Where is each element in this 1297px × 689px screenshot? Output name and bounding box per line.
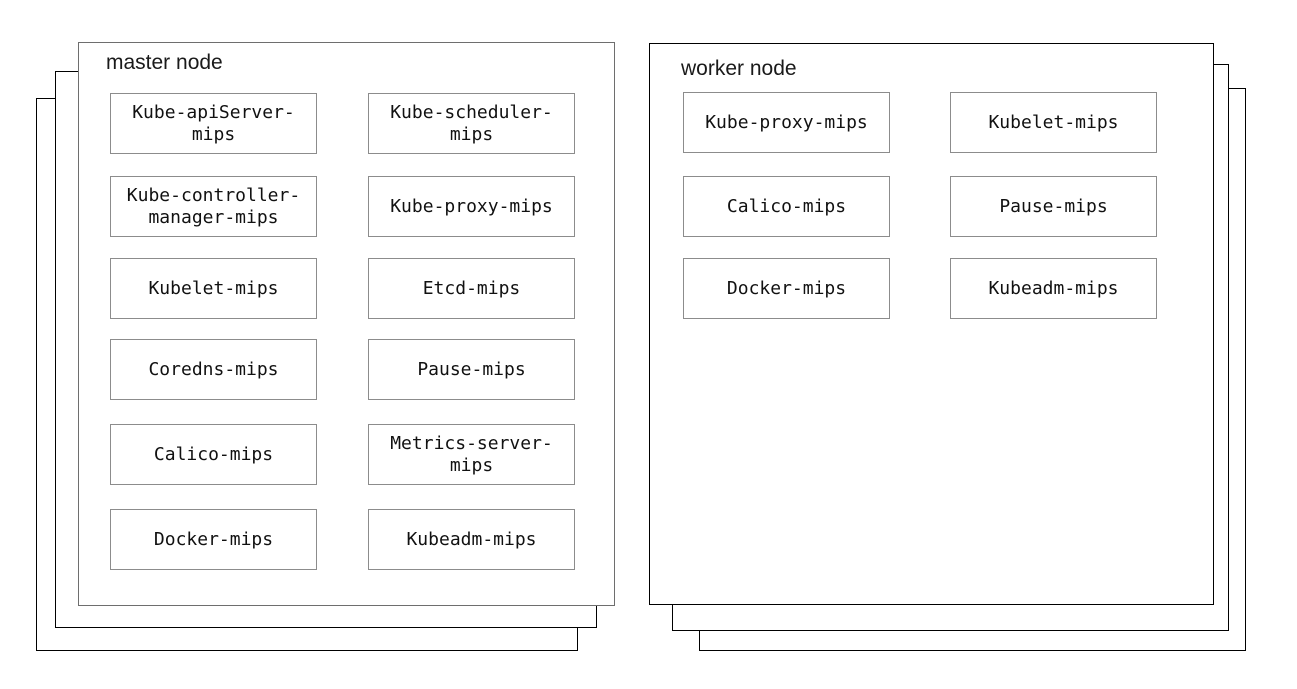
- worker-node-panel: worker node Kube-proxy-mips Kubelet-mips…: [649, 43, 1214, 605]
- worker-node-title: worker node: [681, 57, 797, 80]
- box-kubeadm-mips: Kubeadm-mips: [950, 258, 1157, 319]
- box-kubelet-mips: Kubelet-mips: [950, 92, 1157, 153]
- box-kube-apiserver-mips: Kube-apiServer- mips: [110, 93, 317, 154]
- box-kube-proxy-mips: Kube-proxy-mips: [683, 92, 890, 153]
- box-pause-mips: Pause-mips: [950, 176, 1157, 237]
- master-node-panel: master node Kube-apiServer- mips Kube-sc…: [78, 42, 615, 606]
- box-metrics-server-mips: Metrics-server- mips: [368, 424, 575, 485]
- box-etcd-mips: Etcd-mips: [368, 258, 575, 319]
- master-node-title: master node: [106, 51, 223, 74]
- box-coredns-mips: Coredns-mips: [110, 339, 317, 400]
- box-calico-mips: Calico-mips: [683, 176, 890, 237]
- box-docker-mips: Docker-mips: [683, 258, 890, 319]
- box-pause-mips: Pause-mips: [368, 339, 575, 400]
- box-kube-controller-manager-mips: Kube-controller- manager-mips: [110, 176, 317, 237]
- box-kubelet-mips: Kubelet-mips: [110, 258, 317, 319]
- box-kube-proxy-mips: Kube-proxy-mips: [368, 176, 575, 237]
- box-calico-mips: Calico-mips: [110, 424, 317, 485]
- box-kube-scheduler-mips: Kube-scheduler- mips: [368, 93, 575, 154]
- box-kubeadm-mips: Kubeadm-mips: [368, 509, 575, 570]
- box-docker-mips: Docker-mips: [110, 509, 317, 570]
